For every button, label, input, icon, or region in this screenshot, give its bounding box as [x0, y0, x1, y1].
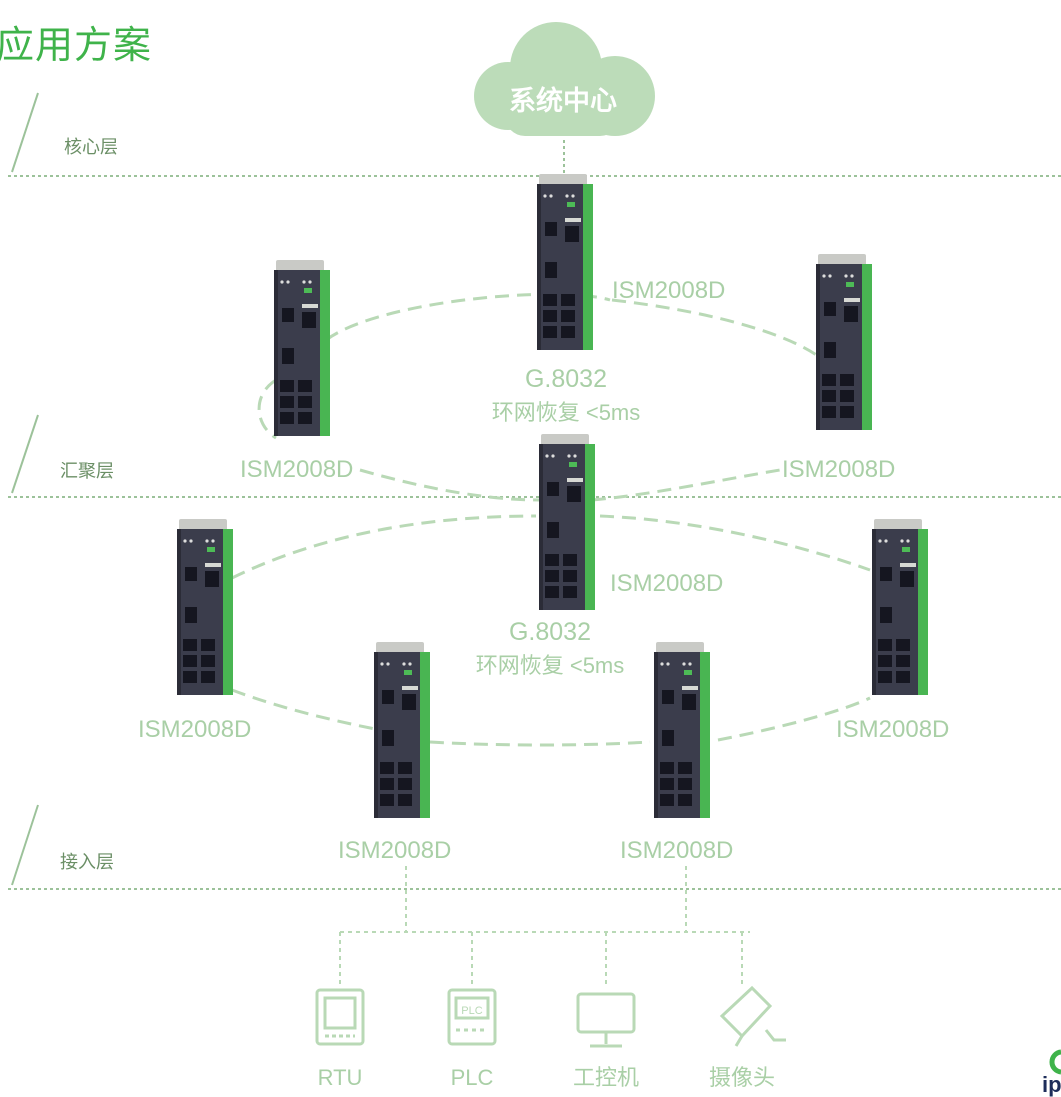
switch-label-ring2-center: ISM2008D: [610, 570, 723, 597]
ring2-recovery: 环网恢复 <5ms: [476, 653, 625, 678]
switch-label-ring2-left: ISM2008D: [138, 716, 251, 743]
switch-ring1-left: [274, 260, 330, 436]
switch-ring2-center: [539, 434, 595, 610]
switch-ring2-left: [177, 519, 233, 695]
brand-logo: ip: [1042, 1049, 1061, 1097]
switch-access-right: [654, 642, 710, 818]
terminal-label-ipc: 工控机: [573, 1065, 639, 1090]
rtu-icon: [315, 988, 365, 1046]
terminal-label-camera: 摄像头: [709, 1065, 775, 1090]
layer-label-access: 接入层: [60, 852, 114, 873]
ring1-protocol: G.8032: [525, 365, 607, 393]
layer-slash-marks: [11, 92, 39, 886]
ring1-recovery: 环网恢复 <5ms: [492, 400, 641, 425]
plc-icon-text: PLC: [461, 1005, 482, 1017]
switch-label-ring1-left: ISM2008D: [240, 456, 353, 483]
layer-label-aggregation: 汇聚层: [60, 461, 114, 482]
switch-ring1-right: [816, 254, 872, 430]
page-title: 应用方案: [0, 23, 153, 67]
switch-label-access-right: ISM2008D: [620, 837, 733, 864]
terminal-label-plc: PLC: [451, 1065, 494, 1090]
terminal-label-rtu: RTU: [318, 1065, 363, 1090]
layer-divider-lines: [8, 175, 1061, 890]
switch-core-top: [537, 174, 593, 350]
plc-icon: [447, 988, 497, 1046]
switch-label-core: ISM2008D: [612, 277, 725, 304]
switch-ring2-right: [872, 519, 928, 695]
switch-access-left: [374, 642, 430, 818]
computer-icon: [576, 992, 636, 1048]
cloud-system-center: 系统中心: [474, 22, 655, 136]
access-drop-lines: [339, 866, 750, 985]
layer-label-core: 核心层: [64, 137, 118, 158]
switch-label-ring1-right: ISM2008D: [782, 456, 895, 483]
ring2-protocol: G.8032: [509, 618, 591, 646]
logo-text: ip: [1042, 1072, 1061, 1097]
switch-label-ring2-right: ISM2008D: [836, 716, 949, 743]
camera-icon: [719, 985, 786, 1047]
cloud-label: 系统中心: [509, 85, 617, 117]
switch-label-access-left: ISM2008D: [338, 837, 451, 864]
